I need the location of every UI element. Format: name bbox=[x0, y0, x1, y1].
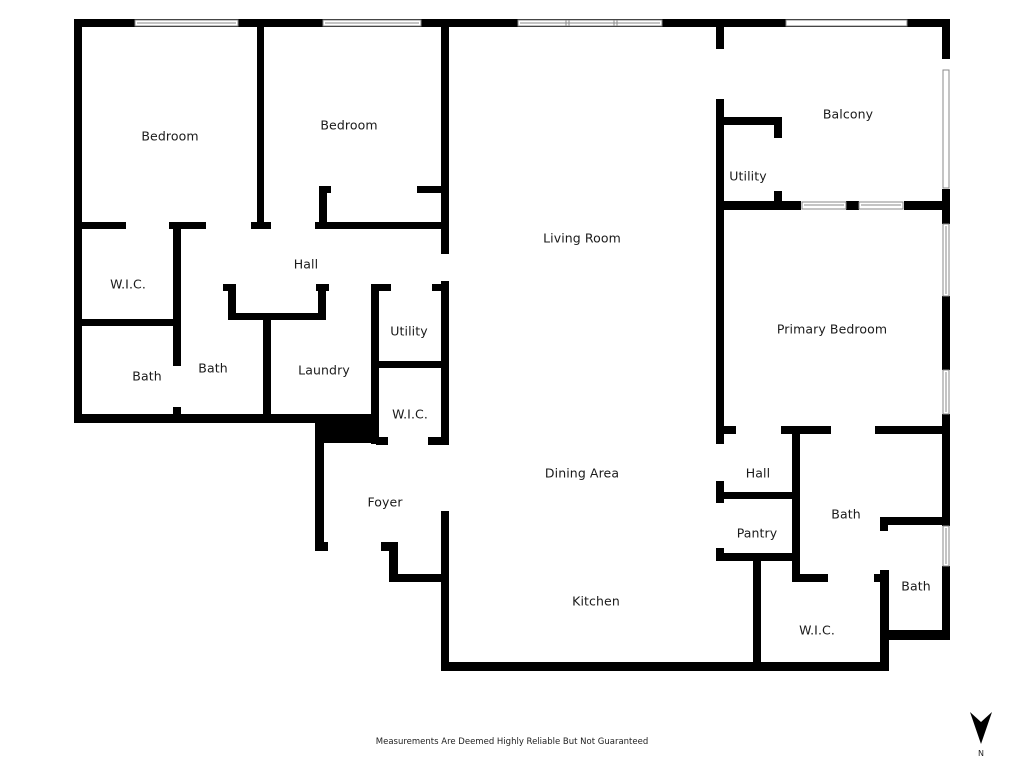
room-balcony: Balcony bbox=[822, 106, 874, 122]
room-utility-2: Utility bbox=[390, 323, 428, 339]
room-bedroom-2: Bedroom bbox=[320, 117, 378, 133]
room-wic-1: W.I.C. bbox=[110, 276, 146, 292]
room-bath-3: Bath bbox=[901, 578, 931, 594]
room-primary-bedroom: Primary Bedroom bbox=[776, 321, 888, 337]
room-kitchen: Kitchen bbox=[572, 593, 620, 609]
room-hall-2: Hall bbox=[745, 465, 771, 481]
room-wic-2: W.I.C. bbox=[392, 406, 428, 422]
north-arrow-icon bbox=[970, 712, 992, 744]
walls bbox=[74, 19, 950, 671]
room-wic-primary: W.I.C. bbox=[799, 622, 835, 638]
room-pantry: Pantry bbox=[736, 525, 778, 541]
room-laundry: Laundry bbox=[298, 362, 350, 378]
disclaimer-text: Measurements Are Deemed Highly Reliable … bbox=[375, 737, 649, 747]
room-dining-area: Dining Area bbox=[544, 465, 620, 481]
room-hall-1: Hall bbox=[293, 256, 319, 272]
room-bedroom-1: Bedroom bbox=[141, 128, 199, 144]
room-bath-2: Bath bbox=[198, 360, 228, 376]
room-foyer: Foyer bbox=[367, 494, 403, 510]
room-bath-1: Bath bbox=[132, 368, 162, 384]
windows bbox=[134, 19, 950, 567]
room-bath-primary: Bath bbox=[831, 506, 861, 522]
room-living-room: Living Room bbox=[543, 230, 621, 246]
north-label: N bbox=[978, 749, 984, 758]
room-utility-balcony: Utility bbox=[729, 168, 767, 184]
